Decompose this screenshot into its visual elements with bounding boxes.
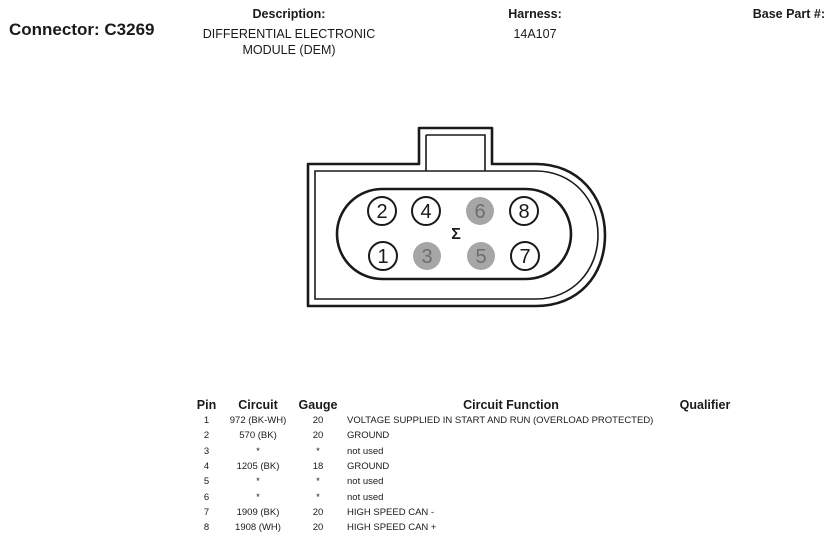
cavity-circle xyxy=(466,197,494,225)
qualifier-cell xyxy=(675,520,735,535)
function-cell: HIGH SPEED CAN - xyxy=(347,506,435,518)
function-cell: HIGH SPEED CAN + xyxy=(347,522,437,534)
harness-label: Harness: xyxy=(508,7,562,21)
cavity-circle xyxy=(510,241,540,271)
cavity-1: 1 xyxy=(368,241,398,271)
gauge-cell: * xyxy=(316,476,320,488)
table-row: 7 1909 (BK) 20 HIGH SPEED CAN - xyxy=(190,505,735,520)
cavity-number: 2 xyxy=(376,201,387,223)
header-qualifier: Qualifier xyxy=(679,398,731,412)
cavity-circle xyxy=(413,242,441,270)
pin-cell: 8 xyxy=(203,522,210,534)
table-row: 3 * * not used xyxy=(190,444,735,459)
header-circuit-function: Circuit Function xyxy=(463,398,559,412)
cavity-circle xyxy=(411,196,441,226)
qualifier-cell xyxy=(675,505,735,520)
cavity-group: 1 2 3 4 5 6 7 8 xyxy=(367,196,540,271)
connector-face-diagram: Σ 1 2 3 4 5 6 7 8 xyxy=(306,126,607,308)
gauge-cell: * xyxy=(316,491,320,503)
circuit-cell: 972 (BK-WH) xyxy=(229,415,287,427)
qualifier-cell xyxy=(675,413,735,428)
connector-housing xyxy=(306,126,607,308)
qualifier-cell xyxy=(675,428,735,443)
circuit-cell: * xyxy=(256,476,260,488)
description-label: Description: xyxy=(252,7,326,21)
function-cell: GROUND xyxy=(347,430,390,442)
pin-cell: 6 xyxy=(203,491,210,503)
cavity-number: 6 xyxy=(474,201,485,223)
cavity-8: 8 xyxy=(509,196,539,226)
gauge-cell: 20 xyxy=(312,522,324,534)
cavity-5: 5 xyxy=(467,242,495,270)
header-pin: Pin xyxy=(196,398,217,412)
gauge-cell: 20 xyxy=(312,415,324,427)
cavity-recess xyxy=(335,187,573,281)
pin-cell: 1 xyxy=(203,415,210,427)
gauge-cell: * xyxy=(316,445,320,457)
cavity-circle xyxy=(509,196,539,226)
pin-cell: 4 xyxy=(203,461,210,473)
cavity-2: 2 xyxy=(367,196,397,226)
cavity-4: 4 xyxy=(411,196,441,226)
header-circuit: Circuit xyxy=(238,398,278,412)
table-row: 4 1205 (BK) 18 GROUND xyxy=(190,459,735,474)
pin-cell: 3 xyxy=(203,445,210,457)
description-line-1: DIFFERENTIAL ELECTRONIC xyxy=(202,27,376,41)
qualifier-cell xyxy=(675,474,735,489)
housing-inner-outline xyxy=(314,170,599,300)
circuit-cell: * xyxy=(256,445,260,457)
gauge-cell: 18 xyxy=(312,461,324,473)
cavity-circle xyxy=(467,242,495,270)
circuit-cell: * xyxy=(256,491,260,503)
cavity-7: 7 xyxy=(510,241,540,271)
function-cell: GROUND xyxy=(347,461,390,473)
function-cell: not used xyxy=(347,476,384,488)
pin-cell: 5 xyxy=(203,476,210,488)
connector-title: Connector: C3269 xyxy=(9,20,155,39)
base-part-label: Base Part #: xyxy=(752,7,825,21)
circuit-cell: 1205 (BK) xyxy=(236,461,280,473)
cavity-number: 4 xyxy=(420,201,431,223)
circuit-cell: 570 (BK) xyxy=(239,430,277,442)
cavity-number: 8 xyxy=(518,201,529,223)
pin-cell: 7 xyxy=(203,506,210,518)
table-row: 5 * * not used xyxy=(190,474,735,489)
cavity-6: 6 xyxy=(466,197,494,225)
sigma-marker: Σ xyxy=(451,226,461,243)
table-row: 8 1908 (WH) 20 HIGH SPEED CAN + xyxy=(190,520,735,535)
qualifier-cell xyxy=(675,444,735,459)
pinout-table-header: Pin Circuit Gauge Circuit Function Quali… xyxy=(190,398,735,413)
function-cell: VOLTAGE SUPPLIED IN START AND RUN (OVERL… xyxy=(347,415,654,427)
cavity-circle xyxy=(368,241,398,271)
table-row: 6 * * not used xyxy=(190,489,735,504)
cavity-number: 5 xyxy=(475,246,486,268)
qualifier-cell xyxy=(675,459,735,474)
table-row: 2 570 (BK) 20 GROUND xyxy=(190,428,735,443)
header-gauge: Gauge xyxy=(298,398,338,412)
pinout-table: Pin Circuit Gauge Circuit Function Quali… xyxy=(190,398,735,535)
function-cell: not used xyxy=(347,445,384,457)
locking-tab xyxy=(425,134,486,171)
description-value: DIFFERENTIAL ELECTRONIC MODULE (DEM) xyxy=(174,26,404,58)
function-cell: not used xyxy=(347,491,384,503)
description-line-2: MODULE (DEM) xyxy=(242,43,336,57)
cavity-circle xyxy=(367,196,397,226)
cavity-3: 3 xyxy=(413,242,441,270)
gauge-cell: 20 xyxy=(312,506,324,518)
circuit-cell: 1908 (WH) xyxy=(235,522,281,534)
gauge-cell: 20 xyxy=(312,430,324,442)
circuit-cell: 1909 (BK) xyxy=(236,506,280,518)
table-row: 1 972 (BK-WH) 20 VOLTAGE SUPPLIED IN STA… xyxy=(190,413,735,428)
cavity-number: 3 xyxy=(421,246,432,268)
cavity-number: 1 xyxy=(377,246,388,268)
harness-value: 14A107 xyxy=(513,27,557,41)
pin-cell: 2 xyxy=(203,430,210,442)
cavity-number: 7 xyxy=(519,246,530,268)
qualifier-cell xyxy=(675,489,735,504)
